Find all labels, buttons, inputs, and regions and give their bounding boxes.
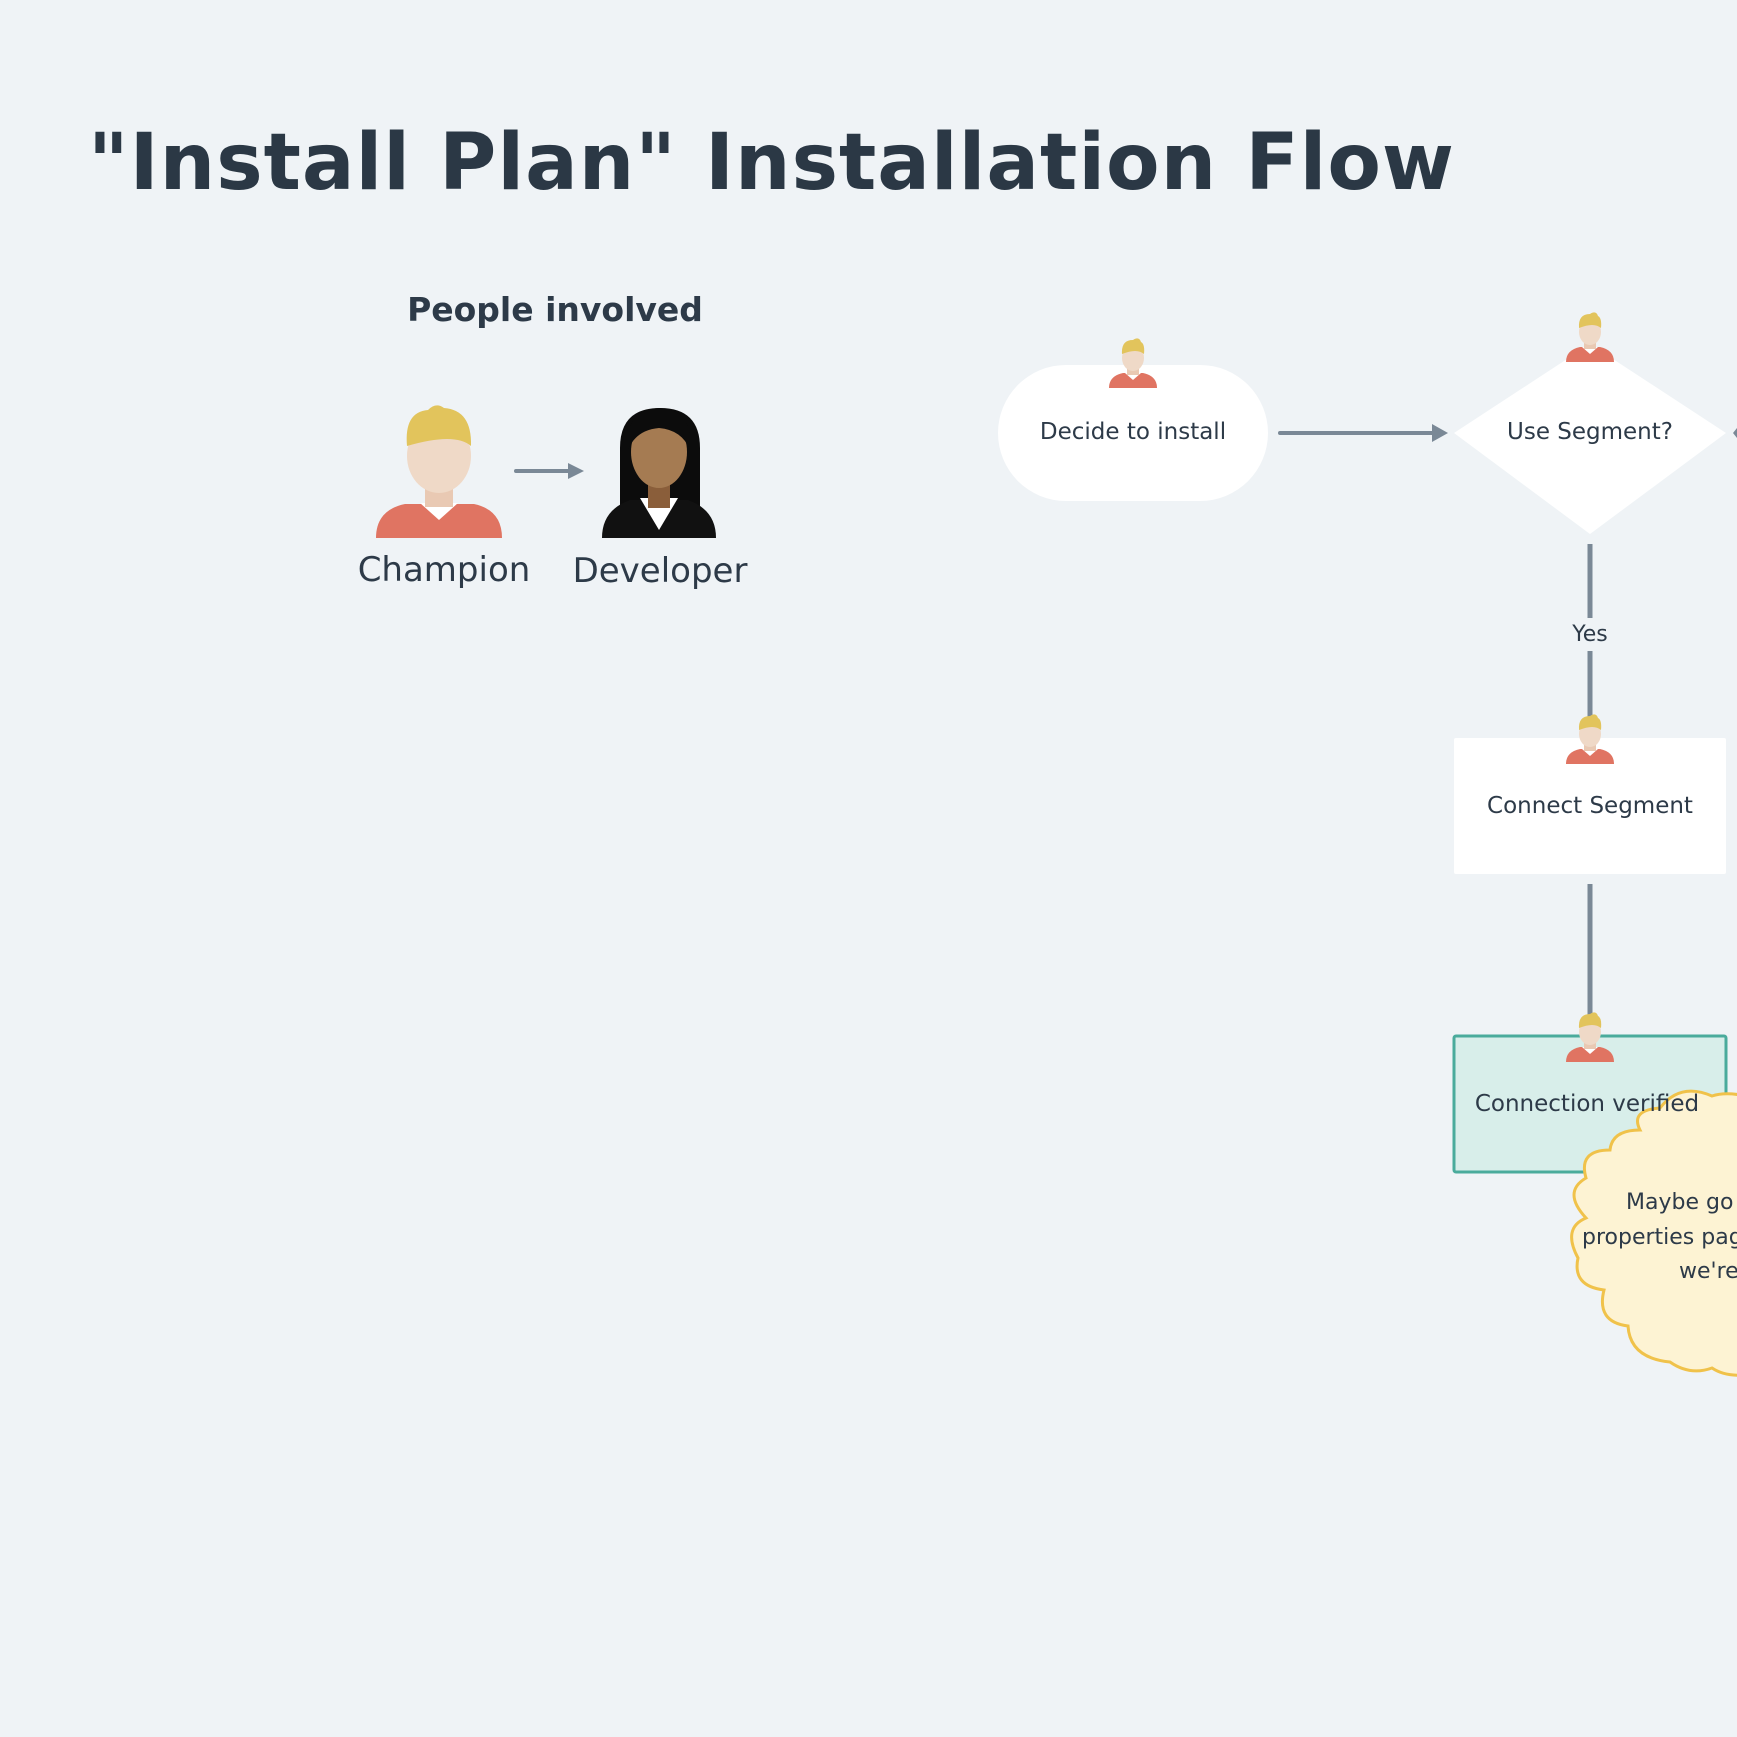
developer-label: Developer <box>572 551 748 591</box>
champion-label: Champion <box>357 550 531 590</box>
note-line-1: Maybe go t <box>1626 1190 1737 1215</box>
champion-to-developer-arrow <box>514 463 584 479</box>
node-connection-verified-label: Connection verified <box>1474 1091 1700 1117</box>
note-line-3: we're <box>1679 1259 1737 1284</box>
note-line-2: properties pag <box>1582 1225 1737 1250</box>
node-use-segment-decision[interactable] <box>1454 312 1726 534</box>
people-involved-heading: People involved <box>407 290 703 329</box>
node-use-segment-label: Use Segment? <box>1507 419 1673 445</box>
node-decide-label: Decide to install <box>1039 419 1227 445</box>
developer-person-icon <box>602 408 716 538</box>
edge-yes-label: Yes <box>1564 618 1616 651</box>
edge-decide-to-use-segment <box>1278 424 1448 442</box>
edge-incoming-right <box>1733 428 1737 438</box>
node-decide-to-install[interactable] <box>998 338 1268 501</box>
champion-person-icon <box>376 405 502 538</box>
node-connect-segment[interactable] <box>1454 714 1726 874</box>
page-title: "Install Plan" Installation Flow <box>88 118 1455 208</box>
note-cloud[interactable] <box>1570 1089 1737 1377</box>
node-connect-segment-label: Connect Segment <box>1487 793 1693 819</box>
